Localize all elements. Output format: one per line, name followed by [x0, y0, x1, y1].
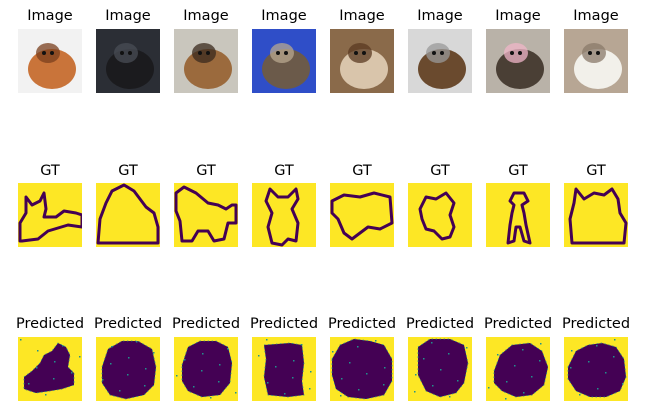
- prediction-graphic: [408, 337, 472, 401]
- mask-title-8: GT: [586, 163, 606, 179]
- photo-title-8: Image: [573, 8, 619, 24]
- prediction-title-5: Predicted: [327, 316, 397, 332]
- prediction-title-2: Predicted: [93, 316, 163, 332]
- prediction-graphic: [252, 337, 316, 401]
- photo-thumbnail-3: [174, 29, 238, 93]
- photo-thumbnail-4: [252, 29, 316, 93]
- photo-title-3: Image: [183, 8, 229, 24]
- prediction-graphic: [486, 337, 550, 401]
- mask-thumbnail-8: [564, 183, 628, 247]
- mask-graphic: [564, 183, 628, 247]
- mask-graphic: [408, 183, 472, 247]
- mask-graphic: [330, 183, 394, 247]
- prediction-graphic: [96, 337, 160, 401]
- mask-title-4: GT: [274, 163, 294, 179]
- photo-title-5: Image: [339, 8, 385, 24]
- prediction-title-6: Predicted: [405, 316, 475, 332]
- mask-thumbnail-4: [252, 183, 316, 247]
- mask-thumbnail-5: [330, 183, 394, 247]
- photo-graphic: [408, 29, 472, 93]
- mask-title-2: GT: [118, 163, 138, 179]
- mask-graphic: [252, 183, 316, 247]
- prediction-thumbnail-5: [330, 337, 394, 401]
- mask-thumbnail-7: [486, 183, 550, 247]
- mask-title-3: GT: [196, 163, 216, 179]
- mask-graphic: [18, 183, 82, 247]
- mask-graphic: [486, 183, 550, 247]
- prediction-graphic: [330, 337, 394, 401]
- prediction-title-4: Predicted: [249, 316, 319, 332]
- mask-title-1: GT: [40, 163, 60, 179]
- photo-graphic: [252, 29, 316, 93]
- photo-title-7: Image: [495, 8, 541, 24]
- photo-graphic: [564, 29, 628, 93]
- prediction-graphic: [564, 337, 628, 401]
- mask-title-6: GT: [430, 163, 450, 179]
- photo-graphic: [18, 29, 82, 93]
- prediction-thumbnail-1: [18, 337, 82, 401]
- photo-graphic: [486, 29, 550, 93]
- photo-thumbnail-7: [486, 29, 550, 93]
- mask-thumbnail-1: [18, 183, 82, 247]
- photo-thumbnail-5: [330, 29, 394, 93]
- prediction-thumbnail-2: [96, 337, 160, 401]
- prediction-title-7: Predicted: [483, 316, 553, 332]
- prediction-graphic: [174, 337, 238, 401]
- prediction-title-8: Predicted: [561, 316, 631, 332]
- photo-title-4: Image: [261, 8, 307, 24]
- photo-title-2: Image: [105, 8, 151, 24]
- mask-graphic: [96, 183, 160, 247]
- photo-graphic: [174, 29, 238, 93]
- photo-thumbnail-2: [96, 29, 160, 93]
- photo-title-1: Image: [27, 8, 73, 24]
- mask-graphic: [174, 183, 238, 247]
- photo-graphic: [96, 29, 160, 93]
- prediction-thumbnail-7: [486, 337, 550, 401]
- mask-thumbnail-6: [408, 183, 472, 247]
- prediction-thumbnail-6: [408, 337, 472, 401]
- mask-title-5: GT: [352, 163, 372, 179]
- mask-thumbnail-3: [174, 183, 238, 247]
- prediction-thumbnail-8: [564, 337, 628, 401]
- photo-graphic: [330, 29, 394, 93]
- prediction-thumbnail-3: [174, 337, 238, 401]
- photo-thumbnail-1: [18, 29, 82, 93]
- prediction-title-1: Predicted: [15, 316, 85, 332]
- mask-title-7: GT: [508, 163, 528, 179]
- photo-title-6: Image: [417, 8, 463, 24]
- photo-thumbnail-8: [564, 29, 628, 93]
- prediction-thumbnail-4: [252, 337, 316, 401]
- prediction-title-3: Predicted: [171, 316, 241, 332]
- prediction-graphic: [18, 337, 82, 401]
- mask-thumbnail-2: [96, 183, 160, 247]
- photo-thumbnail-6: [408, 29, 472, 93]
